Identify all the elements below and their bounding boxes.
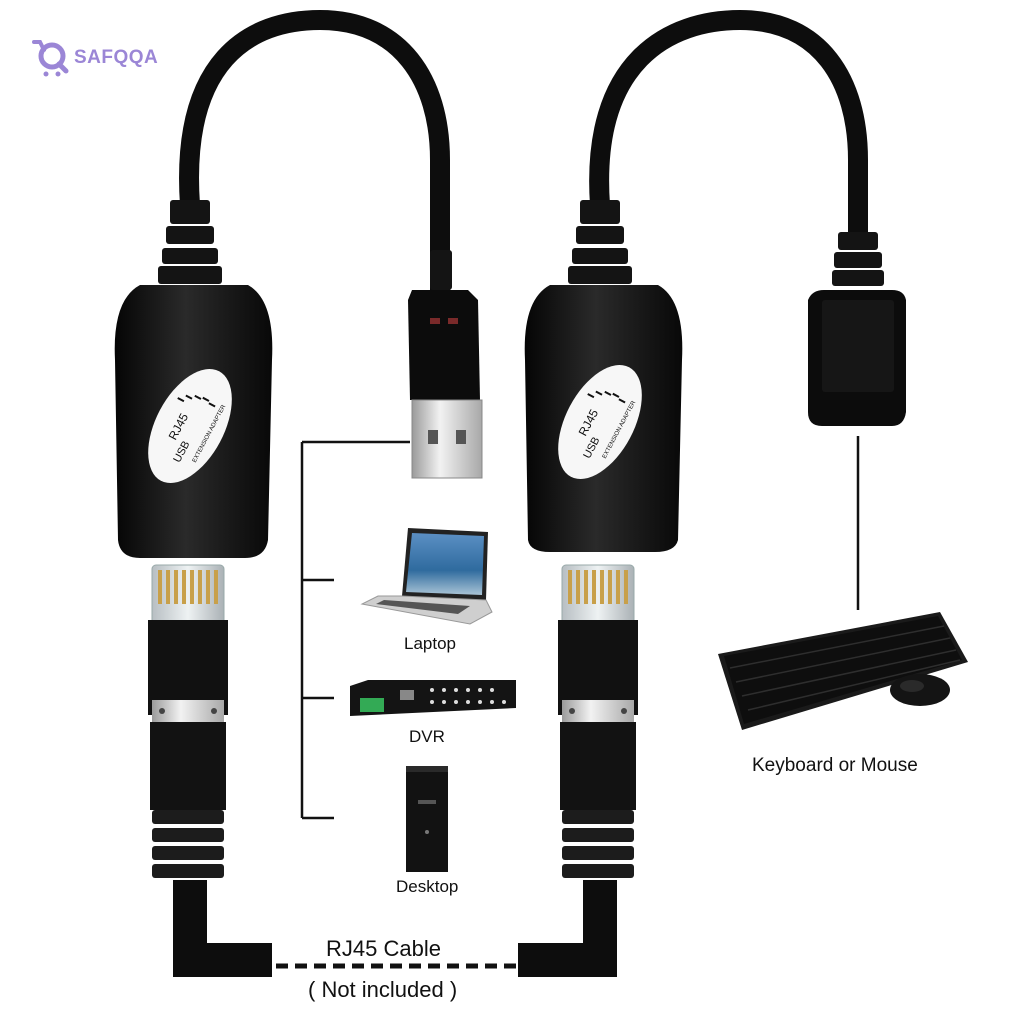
usb-female-socket (808, 232, 906, 426)
label-not-included: ( Not included ) (308, 977, 458, 1002)
desktop-icon (406, 766, 448, 872)
right-adapter-strain-relief (568, 200, 632, 284)
device-bracket (300, 440, 410, 820)
brand-logo: SAFQQA (32, 38, 158, 78)
label-dvr: DVR (409, 727, 445, 746)
right-rj45-connector (558, 564, 638, 878)
left-adapter-assembly: RJ45 USB EXTENSION ADAPTER (114, 9, 483, 977)
left-adapter-strain-relief (158, 200, 222, 284)
usb-male-plug (408, 250, 483, 479)
laptop-icon (360, 528, 493, 625)
dvr-icon (350, 680, 516, 716)
mouse-icon (890, 674, 950, 706)
shopping-cart-logo-icon (32, 40, 69, 77)
left-adapter-label: RJ45 USB EXTENSION ADAPTER (148, 368, 232, 484)
right-adapter-assembly: RJ45 USB EXTENSION ADAPTER (518, 9, 906, 977)
keyboard-icon (718, 612, 968, 730)
label-desktop: Desktop (396, 877, 459, 896)
label-rj45-cable: RJ45 Cable (326, 936, 441, 961)
label-keyboard-or-mouse: Keyboard or Mouse (752, 755, 918, 776)
label-laptop: Laptop (404, 634, 456, 653)
right-adapter-label: RJ45 USB EXTENSION ADAPTER (558, 364, 642, 480)
brand-name: SAFQQA (74, 47, 159, 68)
left-rj45-connector (148, 564, 228, 878)
